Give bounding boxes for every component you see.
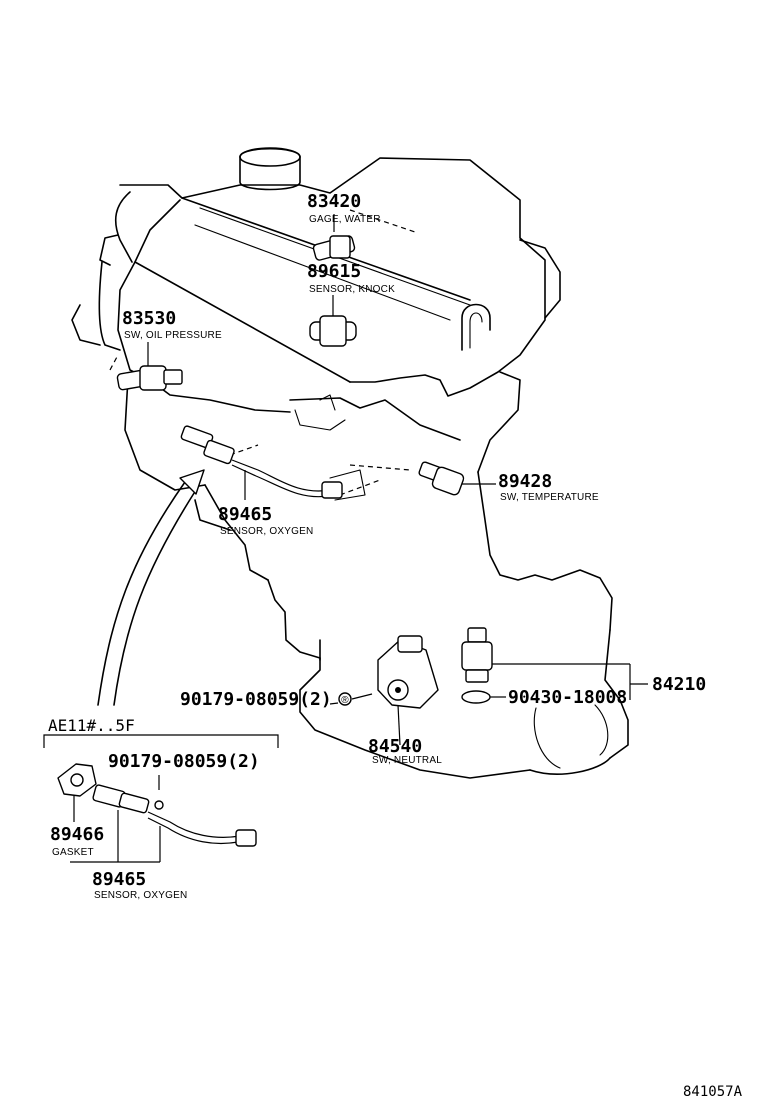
neutral-switch-part <box>377 635 439 746</box>
label-84540: 84540 SW, NEUTRAL <box>368 736 442 766</box>
label-89465-main: 89465 SENSOR, OXYGEN <box>218 504 313 537</box>
part-number-84540: 84540 <box>368 736 422 757</box>
part-number-89615: 89615 <box>307 261 361 282</box>
part-desc-89465-main: SENSOR, OXYGEN <box>220 526 313 537</box>
label-83530: 83530 SW, OIL PRESSURE <box>122 308 222 341</box>
label-89466: 89466 GASKET <box>50 824 104 858</box>
temperature-switch-part <box>418 461 496 496</box>
bolt-marker: ® <box>329 692 373 706</box>
part-desc-83530: SW, OIL PRESSURE <box>124 330 222 341</box>
label-83420: 83420 GAGE, WATER <box>307 191 381 225</box>
part-desc-89465-inset: SENSOR, OXYGEN <box>94 890 187 901</box>
oxygen-sensor-part <box>180 425 343 500</box>
part-number-89465-inset: 89465 <box>92 869 146 890</box>
part-number-90179-main: 90179-08059(2) <box>180 689 332 710</box>
part-number-90430-18008: 90430-18008 <box>508 687 627 708</box>
vehicle-speed-sensor-part <box>461 627 648 704</box>
part-number-90179-inset: 90179-08059(2) <box>108 751 260 772</box>
part-desc-83420: GAGE, WATER <box>309 214 381 225</box>
bolt-marker-symbol: ® <box>341 695 349 706</box>
engine-outline <box>71 147 629 779</box>
part-number-89466: 89466 <box>50 824 104 845</box>
part-number-83420: 83420 <box>307 191 361 212</box>
label-84210: 84210 <box>652 674 706 695</box>
oil-pressure-switch-part <box>116 342 183 391</box>
label-90179-inset: 90179-08059(2) <box>108 751 260 772</box>
inset-callout-arrow <box>97 469 205 706</box>
part-number-89465-main: 89465 <box>218 504 272 525</box>
part-number-83530: 83530 <box>122 308 176 329</box>
label-90430: 90430-18008 <box>508 687 627 708</box>
part-desc-89466: GASKET <box>52 847 94 858</box>
diagram-reference-number: 841057A <box>683 1084 743 1100</box>
part-desc-89428: SW, TEMPERATURE <box>500 492 599 503</box>
label-89428: 89428 SW, TEMPERATURE <box>498 471 599 503</box>
label-89615: 89615 SENSOR, KNOCK <box>307 261 395 295</box>
inset-group: AE11#..5F <box>43 716 279 863</box>
part-desc-89615: SENSOR, KNOCK <box>309 284 395 295</box>
part-number-84210: 84210 <box>652 674 706 695</box>
knock-sensor-part <box>309 295 357 347</box>
label-90179-main: 90179-08059(2) <box>180 689 332 710</box>
part-desc-84540: SW, NEUTRAL <box>372 755 442 766</box>
label-89465-inset: 89465 SENSOR, OXYGEN <box>92 869 187 901</box>
water-temp-gage-part <box>312 214 356 261</box>
part-number-89428: 89428 <box>498 471 552 492</box>
inset-label: AE11#..5F <box>48 716 135 735</box>
